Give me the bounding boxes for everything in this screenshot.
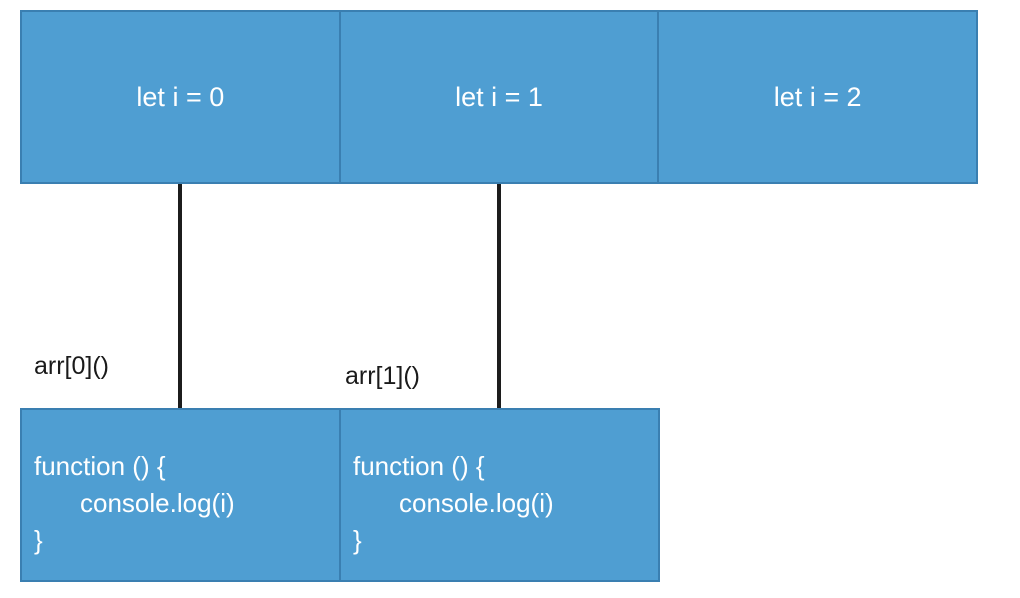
scope-box-2: let i = 2 xyxy=(659,10,979,184)
function-signature: function () { xyxy=(353,451,485,481)
scope-label: let i = 1 xyxy=(455,81,543,112)
scope-label: let i = 2 xyxy=(773,81,862,112)
connector-line-1 xyxy=(497,184,501,410)
function-row: function () { console.log(i) } function … xyxy=(20,408,660,582)
scope-label: let i = 0 xyxy=(136,81,225,112)
function-body: console.log(i) xyxy=(80,488,235,518)
connector-line-0 xyxy=(178,184,182,410)
scope-box-1: let i = 1 xyxy=(340,10,660,184)
function-close: } xyxy=(353,525,362,555)
function-body: console.log(i) xyxy=(399,488,554,518)
function-box-0: function () { console.log(i) } xyxy=(20,408,341,582)
function-close: } xyxy=(34,525,43,555)
call-label-0: arr[0]() xyxy=(34,352,109,380)
scope-box-0: let i = 0 xyxy=(20,10,341,184)
call-label-1: arr[1]() xyxy=(345,362,420,390)
function-signature: function () { xyxy=(34,451,166,481)
scope-row: let i = 0 let i = 1 let i = 2 xyxy=(20,10,979,184)
function-box-1: function () { console.log(i) } xyxy=(341,408,660,582)
